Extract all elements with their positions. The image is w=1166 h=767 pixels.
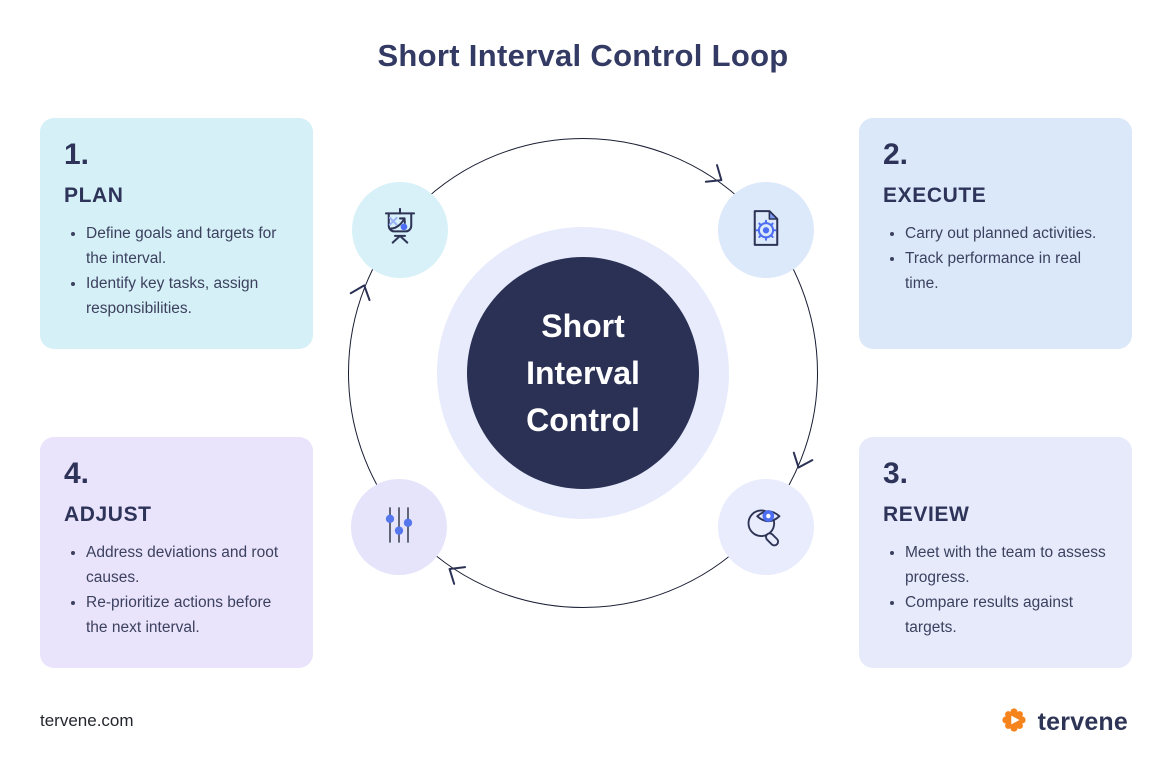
card-execute: 2. EXECUTE Carry out planned activities.… [859, 118, 1132, 349]
cycle-arrow-top [704, 163, 729, 190]
eye-magnifier-icon [738, 497, 794, 558]
center-label-line: Control [526, 401, 640, 438]
review-icon-bubble [718, 479, 814, 575]
card-plan: 1. PLAN Define goals and targets for the… [40, 118, 313, 349]
card-review-heading: REVIEW [883, 503, 970, 526]
cycle-arrow-bottom [443, 559, 468, 586]
card-plan-number: 1. [64, 138, 90, 171]
page-title: Short Interval Control Loop [377, 38, 789, 73]
bullet-item: Carry out planned activities. [905, 221, 1108, 246]
card-plan-bullets: Define goals and targets for the interva… [64, 221, 289, 321]
center-circle: Short Interval Control [467, 257, 699, 489]
cycle-arrow-left [349, 281, 375, 303]
execute-icon-bubble [718, 182, 814, 278]
plan-icon-bubble [352, 182, 448, 278]
bullet-item: Define goals and targets for the interva… [86, 221, 289, 271]
card-adjust-heading: ADJUST [64, 503, 152, 526]
website-url: tervene.com [40, 711, 134, 730]
card-execute-heading: EXECUTE [883, 184, 987, 207]
sliders-icon [372, 498, 426, 557]
adjust-icon-bubble [351, 479, 447, 575]
card-adjust-bullets: Address deviations and root causes. Re-p… [64, 540, 289, 640]
bullet-item: Compare results against targets. [905, 590, 1108, 640]
bullet-item: Meet with the team to assess progress. [905, 540, 1108, 590]
card-review-bullets: Meet with the team to assess progress. C… [883, 540, 1108, 640]
center-label-line: Short [541, 307, 625, 344]
card-adjust-number: 4. [64, 457, 90, 490]
card-execute-bullets: Carry out planned activities. Track perf… [883, 221, 1108, 296]
cycle-arrow-right [788, 450, 814, 472]
brand-name: tervene [1037, 708, 1128, 736]
bullet-item: Identify key tasks, assign responsibilit… [86, 271, 289, 321]
center-label-line: Interval [526, 354, 640, 391]
tervene-gear-icon [997, 703, 1031, 742]
card-adjust: 4. ADJUST Address deviations and root ca… [40, 437, 313, 668]
card-review-number: 3. [883, 457, 909, 490]
card-execute-number: 2. [883, 138, 909, 171]
strategy-board-icon [373, 201, 427, 260]
bullet-item: Re-prioritize actions before the next in… [86, 590, 289, 640]
bullet-item: Address deviations and root causes. [86, 540, 289, 590]
bullet-item: Track performance in real time. [905, 246, 1108, 296]
card-plan-heading: PLAN [64, 184, 124, 207]
cycle-orbit [348, 138, 818, 608]
document-gear-icon [739, 201, 793, 260]
brand-logo: tervene [997, 703, 1128, 742]
card-review: 3. REVIEW Meet with the team to assess p… [859, 437, 1132, 668]
